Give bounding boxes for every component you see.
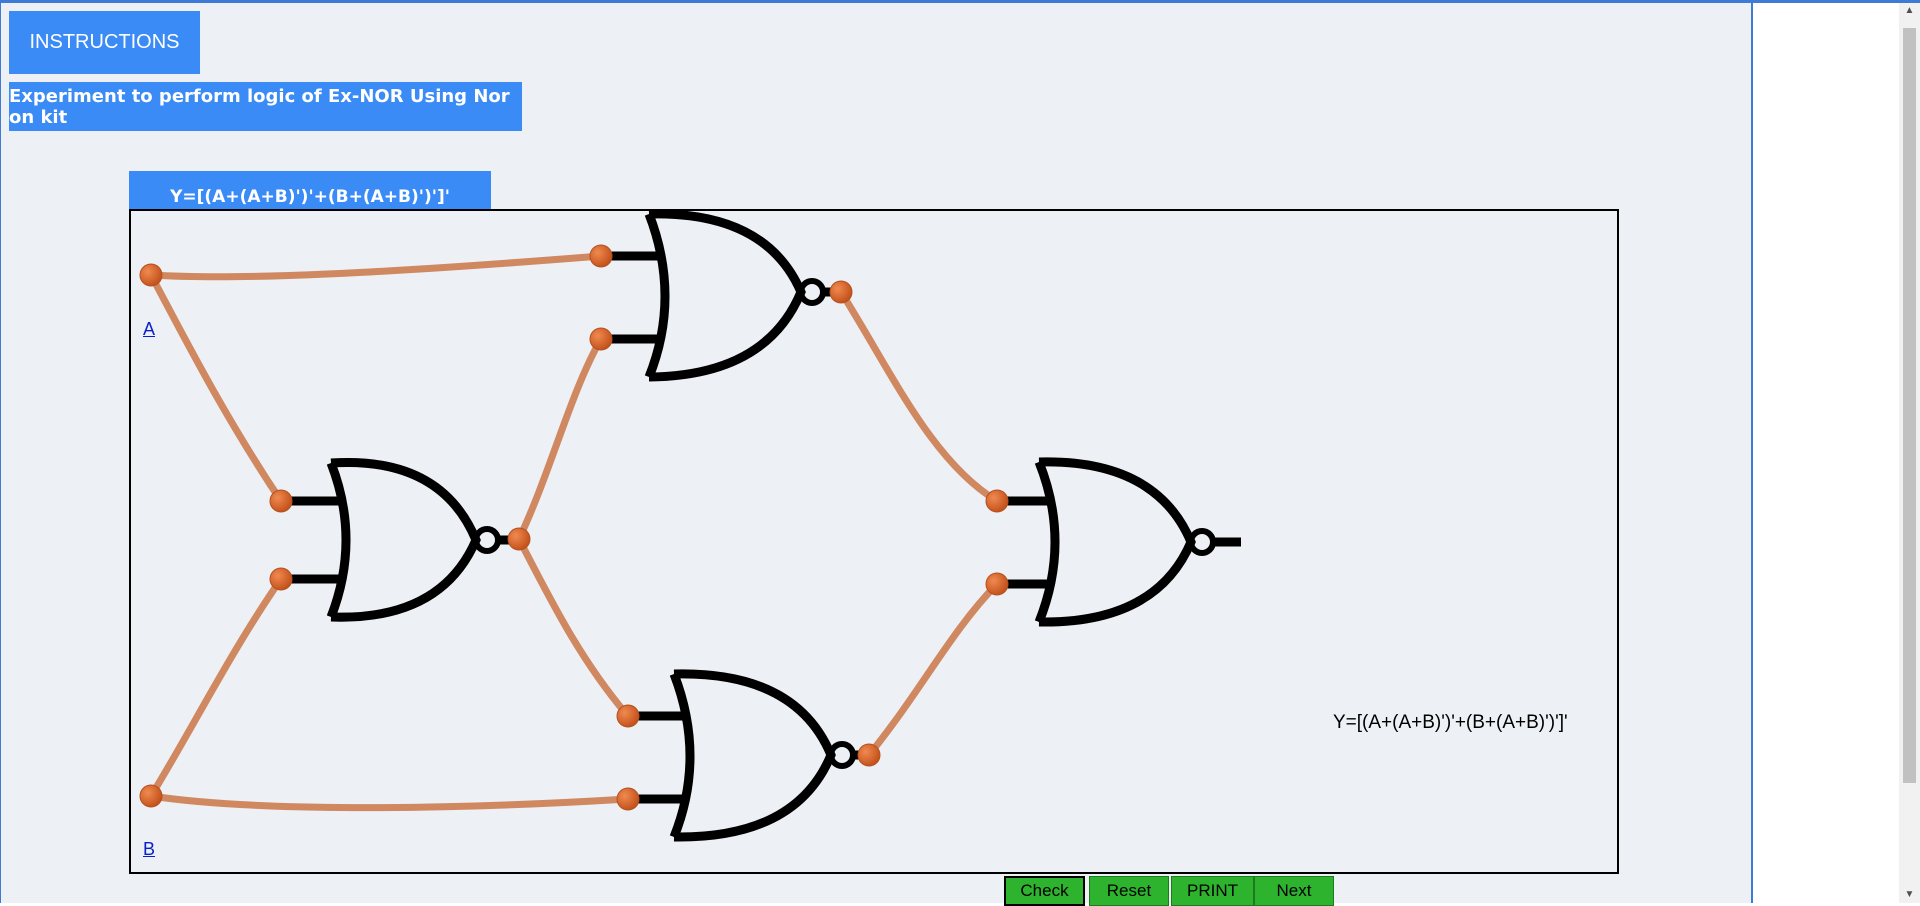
wire-gate1-to-gate4 <box>515 335 605 543</box>
scroll-up-icon[interactable]: ▲ <box>1904 5 1915 16</box>
vertical-scrollbar[interactable]: ▲ ▼ <box>1899 3 1920 903</box>
wire-gate4-to-gate2 <box>837 288 1001 505</box>
instructions-button[interactable]: INSTRUCTIONS <box>9 11 200 74</box>
output-expression: Y=[(A+(A+B)')'+(B+(A+B)')']' <box>1333 712 1568 733</box>
wire-gate3-to-gate2 <box>865 580 1001 759</box>
wire-a-to-gate4 <box>147 252 605 281</box>
wires <box>147 252 1001 812</box>
terminal-gate1-in2 <box>269 567 293 591</box>
wire-b-to-gate3 <box>147 792 632 812</box>
simulation-frame: INSTRUCTIONS Experiment to perform logic… <box>0 3 1753 906</box>
circuit-canvas: A B Y=[(A+(A+B)')'+(B+(A+B)')']' <box>129 209 1619 874</box>
wire-gate1-to-gate3 <box>515 535 632 720</box>
terminal-gate-output-in1 <box>985 489 1009 513</box>
terminal-gate-bottom-out <box>857 743 881 767</box>
terminal-gate-top-out <box>829 280 853 304</box>
nor-gates <box>281 211 1241 842</box>
circuit-diagram <box>139 211 1241 842</box>
experiment-title: Experiment to perform logic of Ex-NOR Us… <box>9 82 522 131</box>
reset-button[interactable]: Reset <box>1089 876 1169 906</box>
top-border <box>0 0 1920 3</box>
input-b-label[interactable]: B <box>143 839 156 859</box>
nor-gate-bottom <box>628 669 869 842</box>
terminals[interactable] <box>139 244 1009 811</box>
terminal-input-b <box>139 784 163 808</box>
terminal-gate-bottom-in2 <box>616 787 640 811</box>
terminal-gate-output-in2 <box>985 572 1009 596</box>
wire-b-to-gate1 <box>147 575 285 800</box>
scroll-thumb[interactable] <box>1903 28 1916 783</box>
nor-gate-1 <box>281 457 519 622</box>
print-button[interactable]: PRINT <box>1171 876 1254 906</box>
check-button[interactable]: Check <box>1004 876 1085 906</box>
terminal-gate1-out <box>507 527 531 551</box>
scroll-down-icon[interactable]: ▼ <box>1904 889 1915 900</box>
input-a-label[interactable]: A <box>143 319 156 339</box>
next-button[interactable]: Next <box>1254 876 1334 906</box>
nor-gate-top <box>601 211 841 382</box>
terminal-gate-bottom-in1 <box>616 704 640 728</box>
terminal-gate-top-in1 <box>589 244 613 268</box>
terminal-gate-top-in2 <box>589 327 613 351</box>
formula-tab: Y=[(A+(A+B)')'+(B+(A+B)')']' <box>129 171 491 211</box>
terminal-gate1-in1 <box>269 489 293 513</box>
nor-gate-output <box>997 457 1241 627</box>
terminal-input-a <box>139 263 163 287</box>
wire-a-to-gate1 <box>147 271 285 505</box>
